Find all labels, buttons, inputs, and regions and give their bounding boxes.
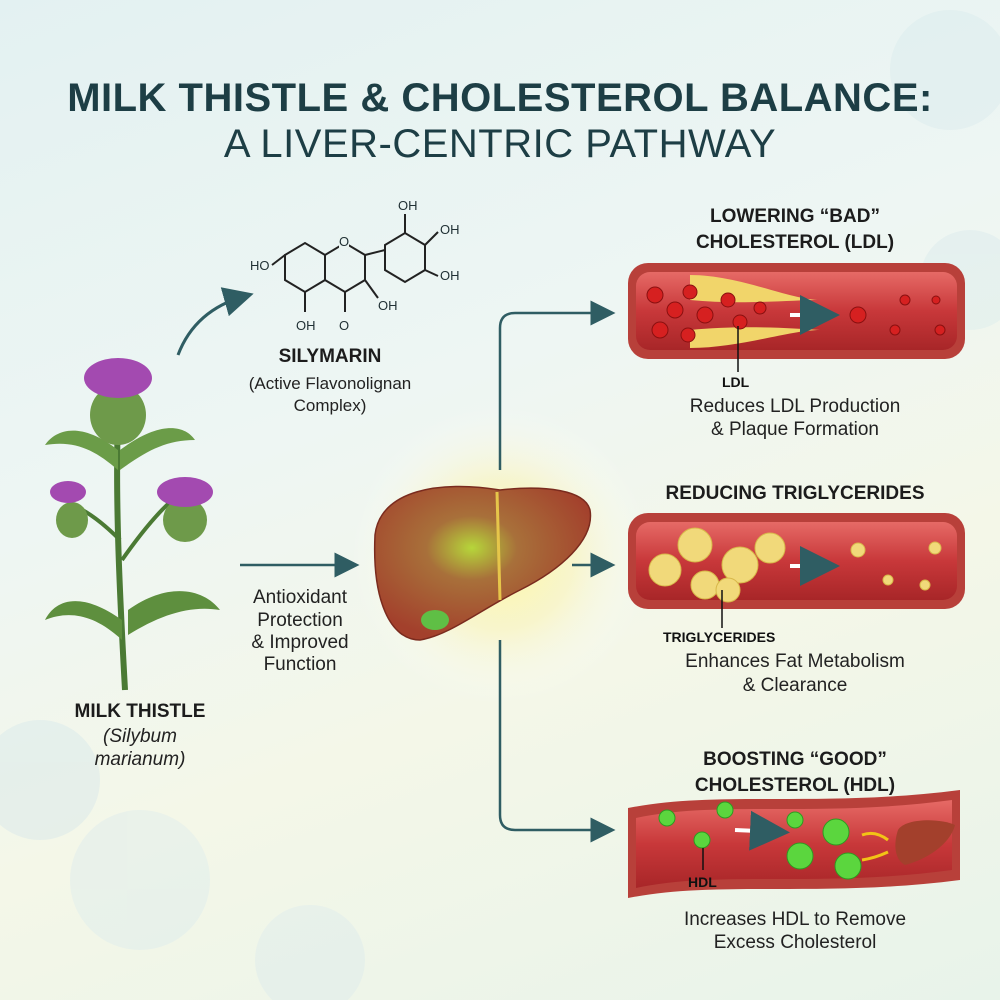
background-cells — [0, 10, 1000, 1000]
molecule-label: HO — [250, 258, 270, 273]
liver-effect-text: & Improved — [251, 632, 349, 653]
tri-label: TRIGLYCERIDES — [663, 629, 776, 645]
molecule-label: O — [339, 318, 350, 333]
molecule-label: OH — [378, 298, 398, 313]
liver-effect-text: Function — [263, 654, 337, 675]
liver-effect-text: Protection — [257, 610, 343, 631]
silymarin-desc: Complex) — [293, 396, 367, 415]
ldl-desc: Reduces LDL Production — [689, 396, 901, 417]
hdl-heading: CHOLESTEROL (HDL) — [694, 775, 896, 796]
liver-to-hdl-arrow — [498, 640, 616, 843]
triglyceride-vessel-illustration — [628, 513, 965, 628]
ldl-heading: CHOLESTEROL (LDL) — [695, 232, 895, 253]
molecule-label: O — [339, 234, 350, 249]
milk-thistle-illustration — [45, 358, 220, 691]
tri-heading: REDUCING TRIGLYCERIDES — [665, 483, 925, 504]
silymarin-desc: (Active Flavonolignan — [248, 374, 412, 393]
hdl-desc: Increases HDL to Remove — [683, 909, 907, 930]
ldl-vessel-illustration — [628, 263, 965, 372]
ldl-desc: & Plaque Formation — [711, 419, 879, 440]
plant-name: MILK THISTLE — [74, 701, 206, 722]
liver-effect-text: Antioxidant — [252, 587, 347, 608]
tri-desc: Enhances Fat Metabolism — [685, 651, 905, 672]
silymarin-heading: SILYMARIN — [278, 346, 382, 367]
plant-latin: (Silybum — [103, 726, 177, 747]
molecule-label: OH — [440, 268, 460, 283]
tri-desc: & Clearance — [742, 675, 848, 696]
hdl-desc: Excess Cholesterol — [713, 932, 877, 953]
title-line-2: A LIVER-CENTRIC PATHWAY — [223, 122, 777, 166]
hdl-vessel-illustration — [628, 790, 960, 898]
ldl-heading: LOWERING “BAD” — [710, 206, 880, 227]
hdl-heading: BOOSTING “GOOD” — [703, 749, 887, 770]
liver-illustration — [373, 485, 592, 641]
silymarin-molecule — [271, 214, 439, 312]
plant-latin: marianum) — [94, 749, 186, 770]
ldl-label: LDL — [722, 374, 750, 390]
title-line-1: MILK THISTLE & CHOLESTEROL BALANCE: — [67, 76, 933, 120]
molecule-label: OH — [398, 198, 418, 213]
plant-to-silymarin-arrow — [176, 287, 254, 356]
liver-to-ldl-arrow — [498, 300, 616, 470]
molecule-label: OH — [296, 318, 316, 333]
hdl-label: HDL — [688, 874, 717, 890]
molecule-label: OH — [440, 222, 460, 237]
